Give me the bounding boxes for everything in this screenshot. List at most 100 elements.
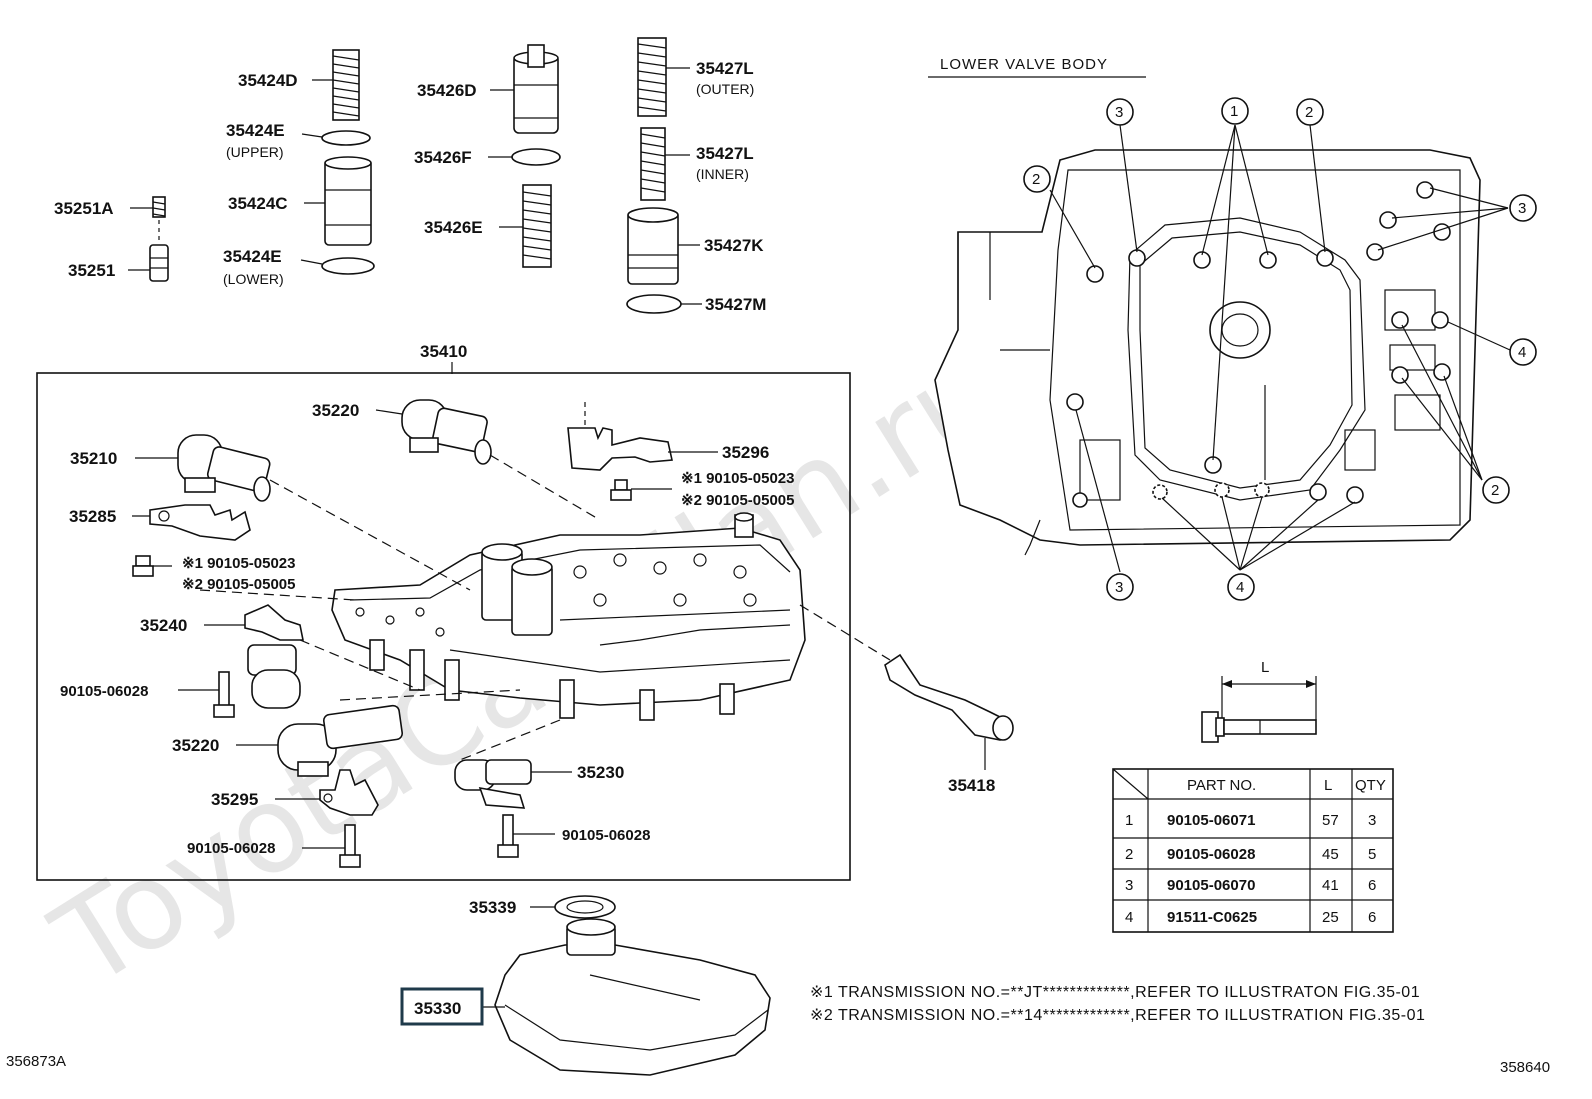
label-90105-06028-left: 90105-06028 [60,683,148,700]
bracket-35295[interactable] [319,769,379,816]
label-note1-left: ※1 90105-05023 [182,555,296,572]
table-row-part: 90105-06071 [1167,812,1255,829]
table-row-idx: 4 [1125,909,1133,926]
label-35427k: 35427K [704,236,764,255]
table-row-l: 57 [1322,812,1339,829]
callout-2-right: 2 [1482,476,1510,504]
oring-35426f[interactable] [511,148,561,166]
oring-35424e-upper[interactable] [321,130,371,146]
plug-35426d[interactable] [513,44,559,134]
label-35427l-outer: 35427L [696,59,754,78]
svg-text:2: 2 [1305,104,1313,121]
table-row-l: 45 [1322,846,1339,863]
svg-text:4: 4 [1236,579,1244,596]
bracket-35296[interactable] [567,402,673,471]
lower-valve-body-housing [934,149,1481,556]
svg-text:3: 3 [1518,200,1526,217]
table-row-qty: 6 [1368,909,1376,926]
callout-2-top: 2 [1296,98,1324,126]
table-header-l: L [1324,777,1332,794]
table-row-idx: 3 [1125,877,1133,894]
label-outer: (OUTER) [696,81,754,97]
valve-body-assembly-frame [36,372,851,881]
solenoid-35230[interactable] [454,759,532,809]
svg-text:3: 3 [1115,104,1123,121]
spring-35426e[interactable] [522,184,552,268]
callout-1-top: 1 [1221,97,1249,125]
spring-35427l-outer[interactable] [637,37,667,117]
spring-35427l-inner[interactable] [640,127,666,201]
label-note1-right: ※1 90105-05023 [681,470,795,487]
strainer-35330[interactable] [494,918,771,1076]
callout-4-right: 4 [1509,338,1537,366]
label-35251: 35251 [68,261,115,280]
table-row-qty: 3 [1368,812,1376,829]
bolt-note-right[interactable] [610,479,632,501]
table-row-part: 90105-06028 [1167,846,1255,863]
housing-bolts [1066,181,1451,508]
label-35230: 35230 [577,763,624,782]
valve-body-main[interactable] [331,512,806,721]
retainer-35251[interactable] [149,244,169,282]
label-35240: 35240 [140,616,187,635]
label-35220-upper: 35220 [312,401,359,420]
table-row-part: 91511-C0625 [1167,909,1257,926]
spring-35251a[interactable] [152,196,166,218]
svg-text:2: 2 [1491,482,1499,499]
label-90105-06028-bottom: 90105-06028 [187,840,275,857]
solenoid-35210[interactable] [177,434,271,502]
table-row-idx: 2 [1125,846,1133,863]
solenoid-35240[interactable] [244,604,304,709]
bolt-note-left[interactable] [132,555,154,577]
label-35285: 35285 [69,507,116,526]
table-header-part: PART NO. [1187,777,1256,794]
label-35220-lower: 35220 [172,736,219,755]
label-35339: 35339 [469,898,516,917]
spring-35424d[interactable] [332,49,360,121]
label-note2-right: ※2 90105-05005 [681,492,795,509]
bolt-table: PART NO. L QTY 1 90105-06071 57 3 2 9010… [1112,768,1394,933]
pipe-35418[interactable] [884,653,1014,741]
label-35296: 35296 [722,443,769,462]
table-row-qty: 5 [1368,846,1376,863]
table-row-part: 90105-06070 [1167,877,1255,894]
label-35330[interactable]: 35330 [414,999,461,1018]
seal-35339[interactable] [554,895,616,919]
bolt-90105-06028-left[interactable] [213,671,235,718]
bolt-90105-06028-right[interactable] [497,814,519,858]
table-header-qty: QTY [1355,777,1386,794]
label-35426e: 35426E [424,218,483,237]
solenoid-35220-upper[interactable] [401,399,492,465]
label-35424c: 35424C [228,194,288,213]
footer-code-left: 356873A [6,1053,66,1070]
oring-35424e-lower[interactable] [321,257,375,275]
highlight-box-35330 [400,987,484,1026]
label-90105-06028-right: 90105-06028 [562,827,650,844]
label-35426f: 35426F [414,148,472,167]
footer-code-right: 358640 [1500,1059,1550,1076]
bolt-90105-06028-bottom[interactable] [339,824,361,868]
callout-2-left: 2 [1023,165,1051,193]
table-row-idx: 1 [1125,812,1133,829]
label-35418: 35418 [948,776,995,795]
label-35410: 35410 [420,342,467,361]
label-35424d: 35424D [238,71,298,90]
label-35427l-inner: 35427L [696,144,754,163]
svg-text:2: 2 [1032,171,1040,188]
sleeve-35424c[interactable] [324,156,372,246]
callout-3-right: 3 [1509,194,1537,222]
label-35295: 35295 [211,790,258,809]
section-title: LOWER VALVE BODY [940,56,1108,73]
label-35426d: 35426D [417,81,477,100]
label-35424e-upper: 35424E [226,121,285,140]
oring-35427m[interactable] [626,294,682,314]
bracket-35285[interactable] [149,504,251,541]
label-35251a: 35251A [54,199,114,218]
label-35424e-lower: 35424E [223,247,282,266]
label-note2-left: ※2 90105-05005 [182,576,296,593]
solenoid-35220-lower[interactable] [277,704,404,777]
sleeve-35427k[interactable] [627,207,679,285]
callout-4-bottom: 4 [1227,573,1255,601]
svg-text:L: L [1261,659,1269,676]
